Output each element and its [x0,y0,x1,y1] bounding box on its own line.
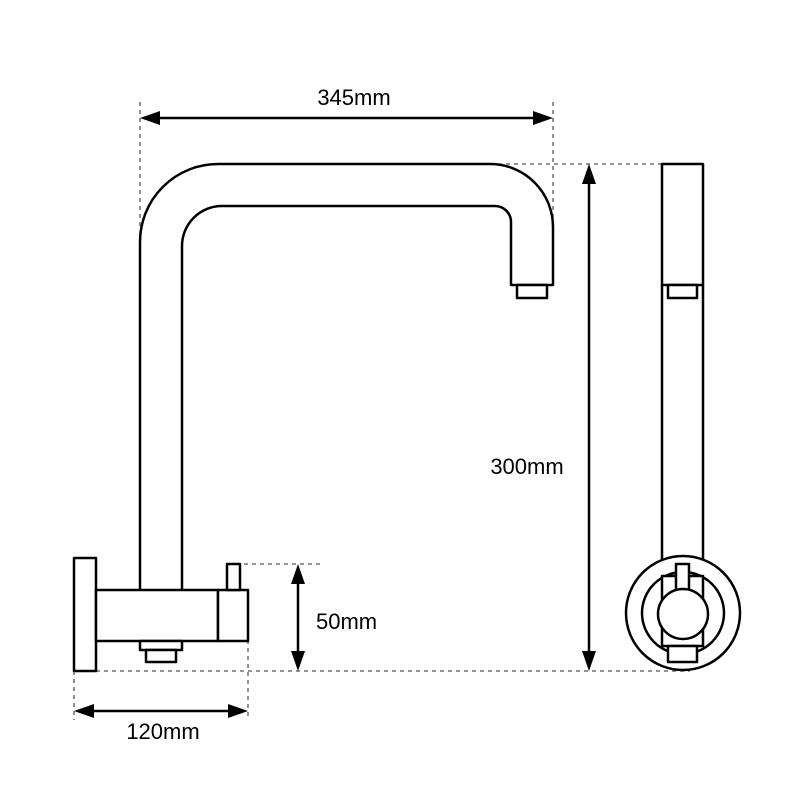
valve-body [94,588,220,643]
arrowhead-up [582,164,596,184]
bottom-nut [144,648,178,664]
arrowhead-down [582,651,596,671]
faucet-front-view [72,162,555,673]
arrowhead-down-small [291,651,305,671]
height-label: 300mm [490,454,563,479]
valve-cap [216,588,250,643]
base-label: 120mm [126,719,199,744]
arrowhead-left [140,111,160,125]
arrowhead-up-small [291,564,305,584]
handle-lever [225,562,242,592]
dimension-width: 345mm [140,85,553,125]
dimension-height: 300mm [490,164,596,671]
side-bottom-nut [666,644,699,664]
arrowhead-right [533,111,553,125]
side-aerator [666,283,699,300]
spout-aerator [515,283,549,300]
width-label: 345mm [317,85,390,110]
side-handle-knob [656,587,710,641]
dimension-base: 120mm [74,704,248,744]
wall-flange [72,556,98,673]
arrowhead-left-base [74,704,94,718]
arrowhead-right-base [228,704,248,718]
spout-body [138,162,555,590]
faucet-side-view [624,162,742,672]
dimension-handle: 50mm [291,564,377,671]
bottom-connector [138,639,184,652]
handle-label: 50mm [316,609,377,634]
side-spout-top [660,162,705,287]
